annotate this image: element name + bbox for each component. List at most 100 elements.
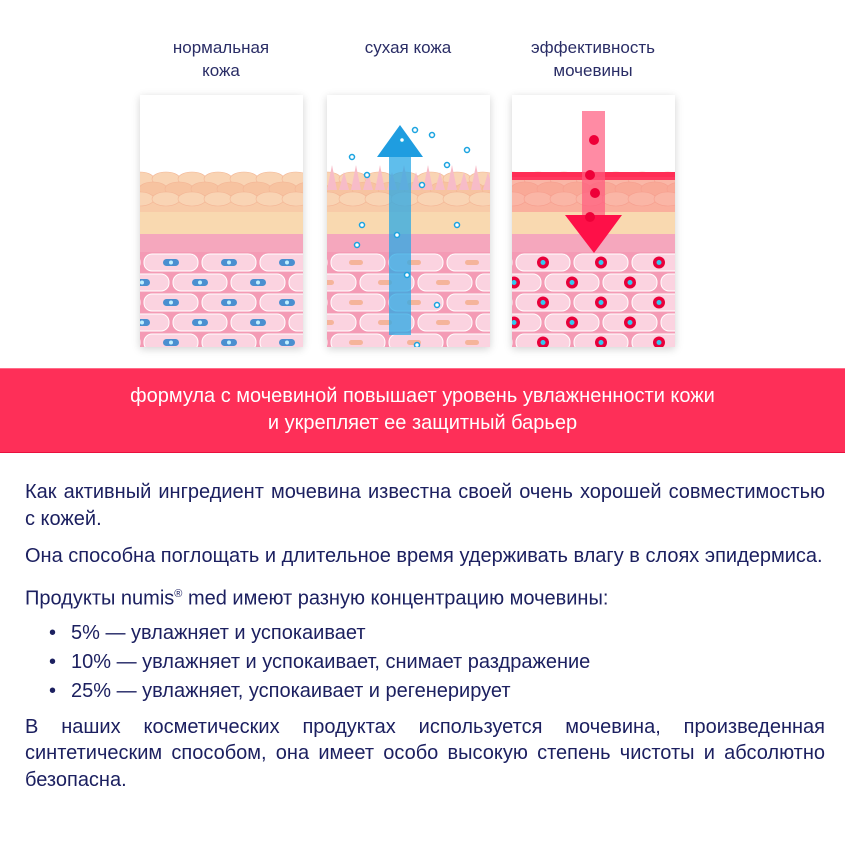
skin-cell [140, 273, 170, 292]
nucleus-dot [598, 340, 604, 345]
skin-cell [288, 313, 303, 332]
cell-nucleus [327, 320, 334, 325]
dry-flake [339, 172, 349, 190]
registered-mark: ® [174, 587, 183, 600]
dry-flake [327, 165, 337, 190]
urea-arrow-shaft [582, 111, 605, 221]
dry-skin-illustration [327, 95, 490, 347]
skin-cell [475, 313, 490, 332]
skin-cell [327, 313, 357, 332]
skin-scale [653, 191, 675, 207]
skin-scale [416, 191, 446, 207]
evaporation-arrow-shaft [389, 155, 411, 335]
skin-cell [660, 313, 675, 332]
list-item: 25% — увлажняет, успокаивает и регенерир… [49, 677, 825, 706]
skin-cell [475, 273, 490, 292]
water-droplet [443, 161, 451, 169]
skin-scale [229, 191, 259, 207]
cell-nucleus [465, 340, 479, 345]
dry-flake [351, 165, 361, 190]
nucleus-dot [569, 320, 575, 325]
caption-line: нормальная [172, 38, 270, 57]
nucleus-dot [285, 260, 289, 265]
nucleus-dot [656, 260, 662, 265]
water-droplet [353, 241, 361, 249]
nucleus-dot [512, 320, 517, 325]
nucleus-dot [569, 280, 575, 285]
urea-molecule [585, 212, 595, 222]
caption-dry-skin: сухая кожа [308, 36, 508, 59]
caption-normal-skin: нормальная кожа [121, 36, 321, 82]
skin-scale [203, 191, 233, 207]
dry-flake [423, 165, 433, 190]
list-item: 5% — увлажняет и успокаивает [49, 619, 825, 648]
text: med имеют разную концентрацию мочевины: [182, 587, 609, 610]
water-droplet [393, 231, 401, 239]
cell-nucleus [349, 340, 363, 345]
cell-nucleus [349, 260, 363, 265]
nucleus-dot [227, 260, 231, 265]
water-droplet [348, 153, 356, 161]
dry-flake [411, 172, 421, 190]
cell-nucleus [378, 280, 392, 285]
nucleus-dot [627, 280, 633, 285]
nucleus-dot [198, 280, 202, 285]
dry-flake [483, 172, 490, 190]
skin-scale [338, 191, 368, 207]
nucleus-dot [169, 300, 173, 305]
skin-scale [468, 191, 490, 207]
skin-cell [512, 273, 542, 292]
urea-effect-illustration [512, 95, 675, 347]
caption-line: эффективность [530, 38, 656, 57]
water-droplet [411, 126, 419, 134]
paragraph: В наших косметических продуктах использу… [25, 715, 825, 791]
caption-line: кожа [202, 61, 240, 80]
skin-scale [255, 191, 285, 207]
nucleus-dot [169, 260, 173, 265]
skin-scale [281, 191, 303, 207]
nucleus-dot [169, 340, 173, 345]
skin-cell [512, 313, 542, 332]
cell-nucleus [327, 280, 334, 285]
nucleus-dot [598, 260, 604, 265]
water-droplet [403, 271, 411, 279]
skin-scale [364, 191, 394, 207]
nucleus-dot [140, 320, 144, 325]
paragraph: Продукты numis® med имеют разную концент… [25, 581, 825, 612]
nucleus-dot [540, 300, 546, 305]
skin-scale [151, 191, 181, 207]
cell-nucleus [465, 300, 479, 305]
urea-arrow-head [565, 215, 622, 253]
skin-cell [327, 273, 357, 292]
banner-line-2: и укрепляет ее защитный барьер [267, 412, 578, 434]
dry-flake [459, 172, 469, 190]
nucleus-dot [140, 280, 144, 285]
description: Как активный ингредиент мочевина известн… [25, 479, 825, 804]
nucleus-dot [227, 340, 231, 345]
dry-flake [375, 165, 385, 190]
dry-flake [435, 172, 445, 190]
nucleus-dot [540, 340, 546, 345]
list-item: 10% — увлажняет и успокаивает, снимает р… [49, 648, 825, 677]
caption-urea-effect: эффективность мочевины [493, 36, 693, 82]
cell-nucleus [436, 280, 450, 285]
skin-cell [140, 313, 170, 332]
text: Продукты numis [25, 587, 175, 610]
caption-line: сухая кожа [364, 38, 452, 57]
dry-flake [363, 172, 373, 190]
nucleus-dot [285, 300, 289, 305]
skin-scale [442, 191, 472, 207]
nucleus-dot [656, 300, 662, 305]
nucleus-dot [256, 320, 260, 325]
water-droplet [413, 341, 421, 347]
concentration-list: 5% — увлажняет и успокаивает 10% — увлаж… [25, 619, 825, 706]
urea-molecule [585, 170, 595, 180]
nucleus-dot [227, 300, 231, 305]
caption-line: мочевины [553, 61, 633, 80]
cell-nucleus [349, 300, 363, 305]
urea-molecule [589, 135, 599, 145]
water-droplet [433, 301, 441, 309]
normal-skin-illustration [140, 95, 303, 347]
nucleus-dot [598, 300, 604, 305]
cell-nucleus [465, 260, 479, 265]
